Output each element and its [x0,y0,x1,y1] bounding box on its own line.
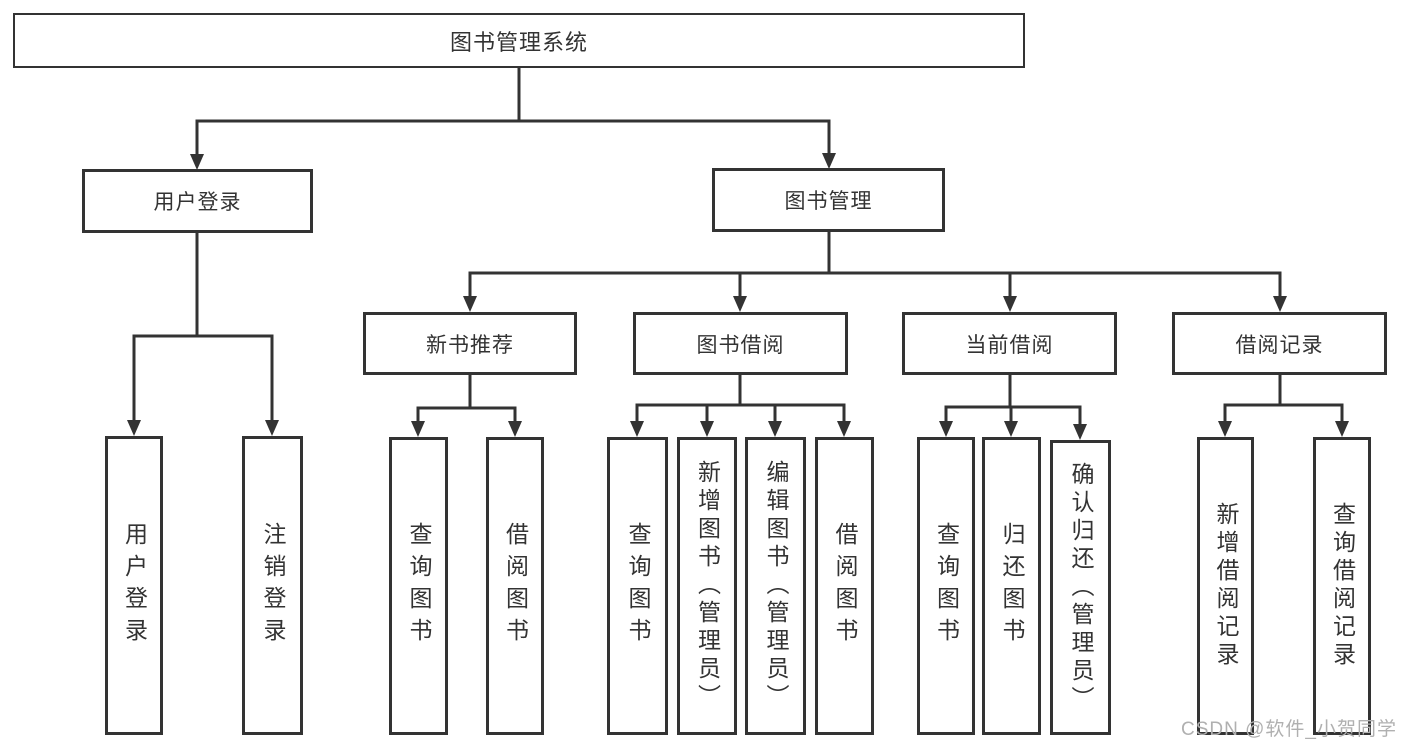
arrowhead [630,421,644,437]
arrowhead [508,421,522,437]
leaf-newbook-borrow-books: 借阅图书 [486,437,544,735]
arrowhead [1073,424,1087,440]
arrowhead [1004,421,1018,437]
connector-root-to-level2 [195,68,831,165]
node-root: 图书管理系统 [13,13,1025,68]
csdn-watermark: CSDN @软件_小贺同学 [1181,719,1397,740]
leaf-borrowing-add-books-admin: 新增图书（管理员） [677,437,737,735]
node-book-borrowing: 图书借阅 [633,312,848,375]
arrowhead [1335,421,1349,437]
arrowhead [837,421,851,437]
leaf-records-query-record: 查询借阅记录 [1313,437,1371,735]
arrowhead [265,420,279,436]
leaf-records-add-record: 新增借阅记录 [1197,437,1254,735]
leaf-borrowing-edit-books-admin: 编辑图书（管理员） [745,437,806,735]
arrowhead [733,296,747,312]
arrowhead [1273,296,1287,312]
arrowhead [700,421,714,437]
leaf-current-confirm-return-admin: 确认归还（管理员） [1050,440,1111,735]
arrowhead [190,154,204,170]
connector-new-book-children [416,375,517,432]
leaf-newbook-query-books: 查询图书 [389,437,448,735]
connector-book-management-modules [468,232,1282,307]
node-user-login: 用户登录 [82,169,313,233]
connector-book-borrowing-children [635,375,846,432]
leaf-borrowing-borrow-books: 借阅图书 [815,437,874,735]
node-borrowing-records: 借阅记录 [1172,312,1387,375]
arrowhead [127,420,141,436]
leaf-borrowing-query-books: 查询图书 [607,437,668,735]
node-current-borrowing: 当前借阅 [902,312,1117,375]
connector-borrowing-records-children [1223,375,1344,432]
node-book-management: 图书管理 [712,168,945,232]
connector-user-login-children [132,233,274,431]
connector-current-borrowing-children [944,375,1082,435]
leaf-user-login: 用户登录 [105,436,163,735]
leaf-logout: 注销登录 [242,436,303,735]
arrowhead [768,421,782,437]
arrowhead [822,153,836,169]
arrowhead [939,421,953,437]
node-new-book-recommend: 新书推荐 [363,312,577,375]
arrowhead [1218,421,1232,437]
leaf-current-return-books: 归还图书 [982,437,1041,735]
arrowhead [1003,296,1017,312]
leaf-current-query-books: 查询图书 [917,437,975,735]
arrowhead [463,296,477,312]
arrowhead [411,421,425,437]
